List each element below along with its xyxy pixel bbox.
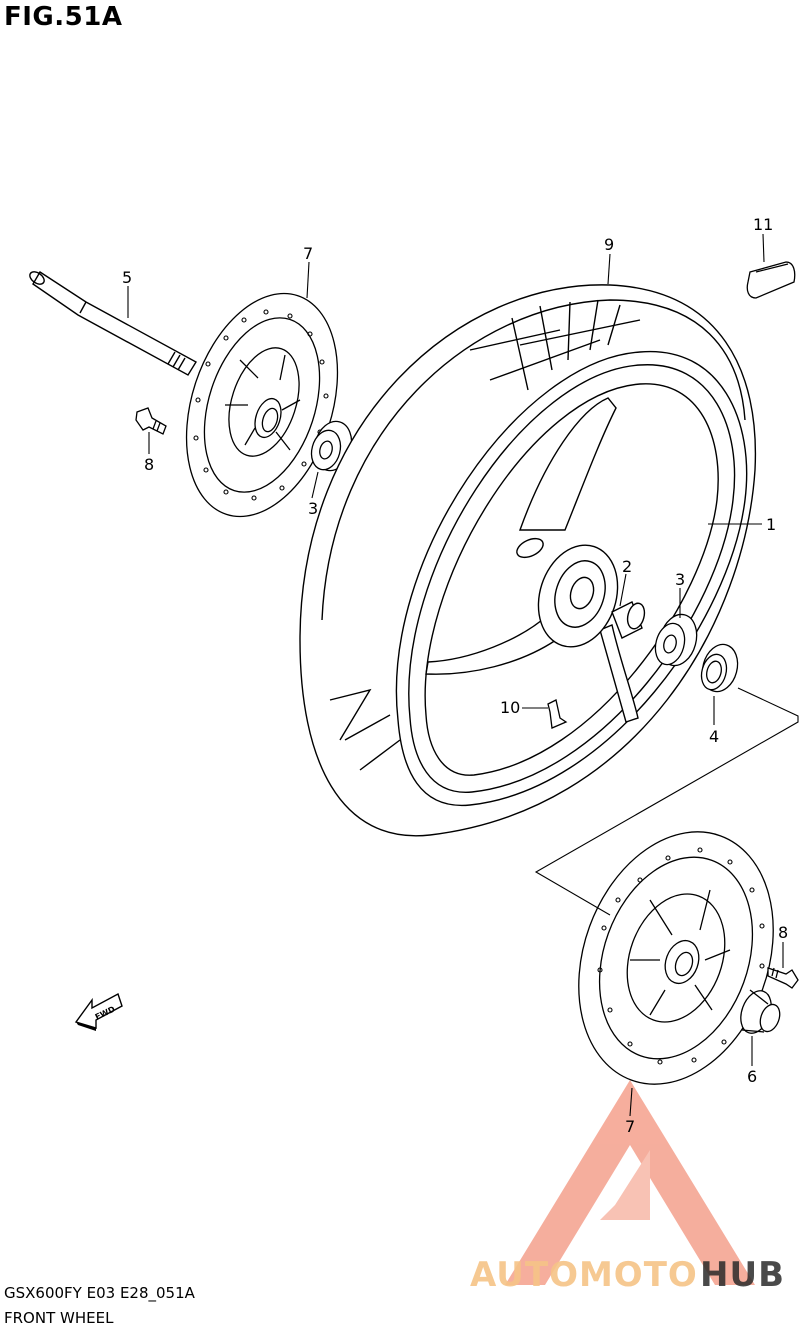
collar-part-6 — [740, 989, 781, 1034]
valve-part-10 — [547, 699, 568, 729]
dust-seal-part-4 — [700, 643, 739, 693]
callout-10: 10 — [500, 698, 520, 717]
callout-4: 4 — [709, 727, 719, 746]
svg-text:AUTOMOTO: AUTOMOTO — [470, 1255, 698, 1295]
callout-5: 5 — [122, 268, 132, 287]
assembly-guide-lines — [534, 687, 799, 916]
bolt-part-8-left — [135, 407, 167, 435]
fwd-arrow-icon: FWD — [74, 992, 123, 1031]
callout-11: 11 — [753, 215, 773, 234]
svg-text:HUB: HUB — [700, 1255, 785, 1295]
footer-model-code: GSX600FY E03 E28_051A — [4, 1284, 195, 1302]
callout-2: 2 — [622, 557, 632, 576]
callout-6: 6 — [747, 1067, 757, 1086]
wheel-hub — [537, 544, 619, 648]
wheel-assembly — [299, 284, 757, 837]
axle-part-5 — [29, 271, 197, 376]
callout-8-left: 8 — [144, 455, 154, 474]
bolt-part-8-right — [767, 967, 799, 989]
callout-3-left: 3 — [308, 499, 318, 518]
callout-7-right: 7 — [625, 1117, 635, 1136]
brake-disc-right-part-7 — [578, 831, 774, 1085]
watermark-text: AUTOMOTO HUB — [470, 1255, 785, 1295]
watermark-logo — [505, 1080, 755, 1285]
balance-weight-part-11 — [746, 261, 796, 299]
callout-9: 9 — [604, 235, 614, 254]
callout-1: 1 — [766, 515, 776, 534]
watermark-triangle-icon — [505, 1080, 755, 1285]
figure-title: FIG.51A — [4, 2, 123, 32]
bearing-part-3-right — [654, 613, 698, 667]
footer-section-name: FRONT WHEEL — [4, 1309, 114, 1327]
callout-8-right: 8 — [778, 923, 788, 942]
callout-7-left: 7 — [303, 244, 313, 263]
callout-leader-lines — [127, 233, 784, 1117]
callout-3-right: 3 — [675, 570, 685, 589]
